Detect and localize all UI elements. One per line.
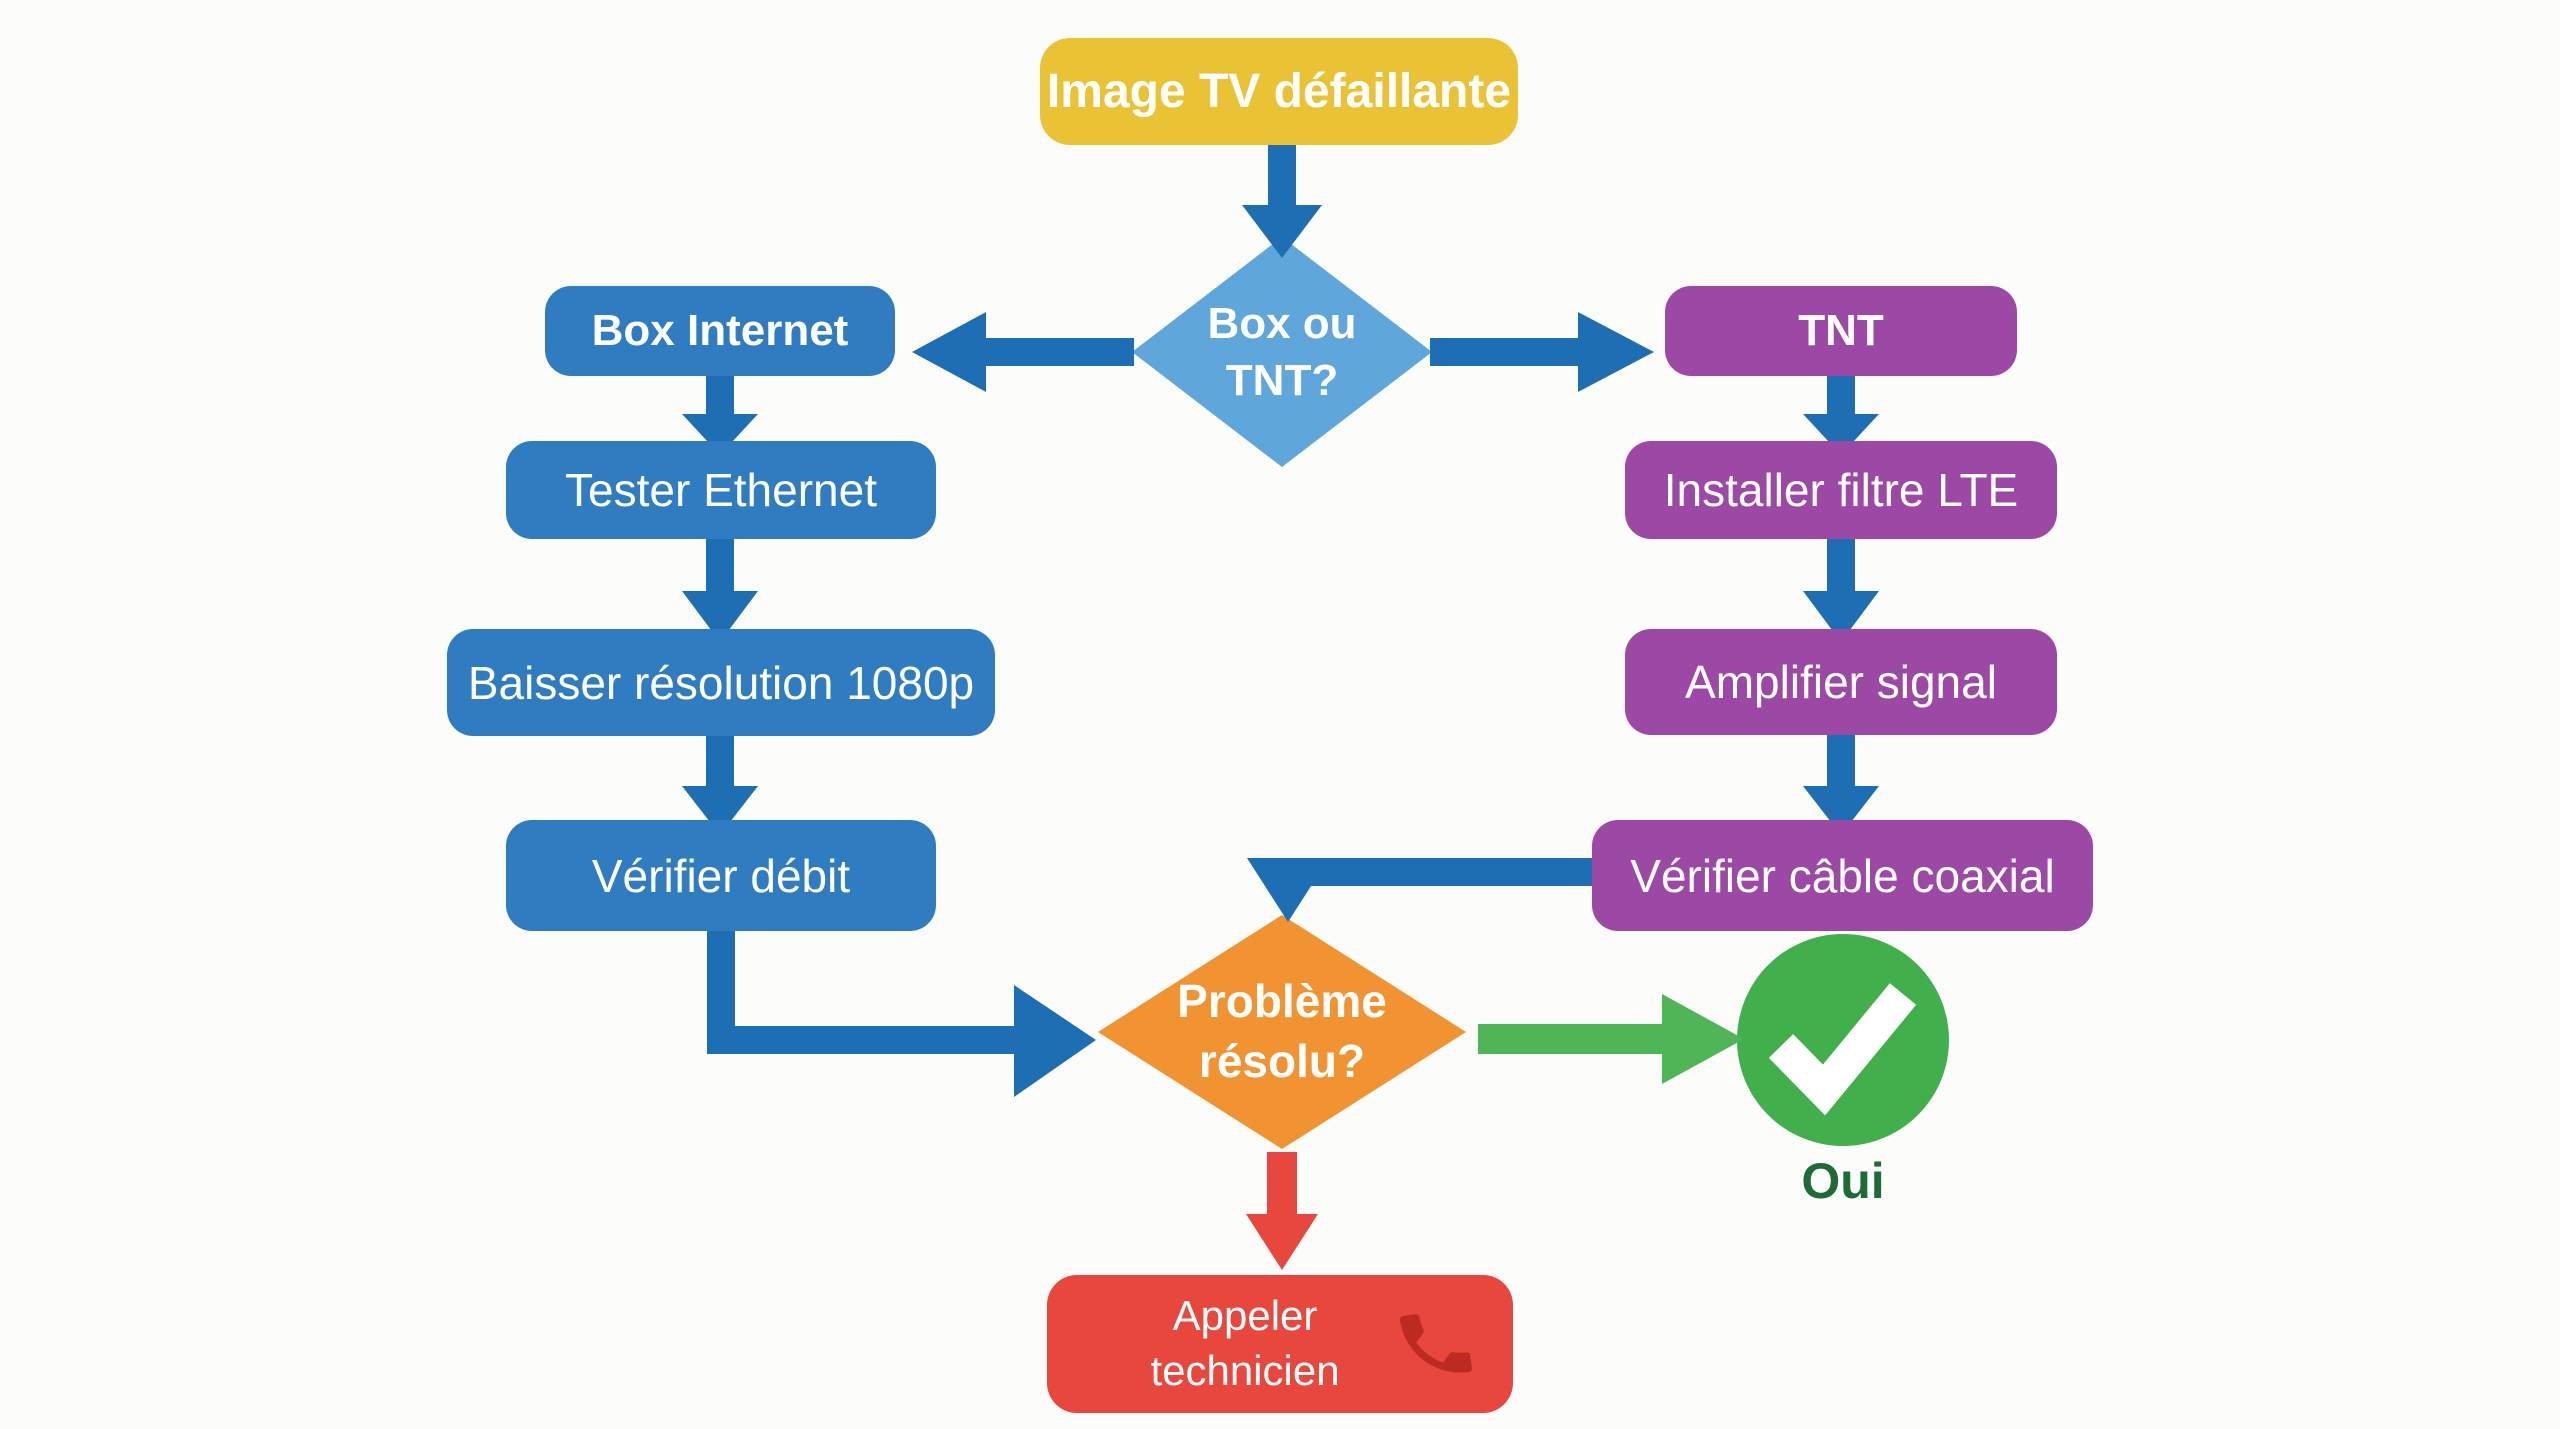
node-amplifier-signal-label: Amplifier signal: [1685, 656, 1997, 708]
arrow-decision-to-tnt: [1430, 312, 1654, 392]
arrow-start-to-decision: [1242, 144, 1322, 258]
node-baisser-resolution: Baisser résolution 1080p: [447, 629, 995, 736]
node-tester-ethernet-label: Tester Ethernet: [565, 464, 877, 516]
node-baisser-resolution-label: Baisser résolution 1080p: [467, 656, 975, 709]
node-verifier-debit: Vérifier débit: [506, 820, 936, 931]
decision-source-diamond: [1132, 237, 1432, 467]
arrow-tnt-to-installer: [1803, 376, 1879, 455]
node-start: Image TV défaillante: [1040, 38, 1518, 145]
decision-resolved-diamond: [1098, 915, 1466, 1149]
arrow-verifier-debit-to-resolved: [707, 931, 1096, 1097]
node-box-internet-label: Box Internet: [591, 306, 849, 355]
success-circle: [1737, 934, 1949, 1146]
phone-icon: [1400, 1314, 1472, 1373]
node-box-internet: Box Internet: [545, 286, 895, 376]
node-appeler-technicien-line1: Appeler: [1172, 1292, 1318, 1340]
arrow-baisser-to-verifier-debit: [682, 736, 758, 835]
decision-resolved-label: Problème résolu?: [1098, 915, 1466, 1149]
decision-resolved-line2: résolu?: [1198, 1035, 1366, 1087]
arrow-box-internet-to-tester: [682, 376, 758, 455]
node-appeler-technicien: Appeler technicien: [1047, 1275, 1513, 1413]
arrow-decision-to-box-internet: [912, 312, 1134, 392]
node-tnt-label: TNT: [1798, 306, 1884, 355]
node-appeler-technicien-line2: technicien: [1150, 1347, 1340, 1394]
decision-source-line2: TNT?: [1225, 356, 1339, 405]
node-verifier-cable-coaxial-label: Vérifier câble coaxial: [1630, 849, 2055, 902]
node-tnt: TNT: [1665, 286, 2017, 376]
node-verifier-debit-label: Vérifier débit: [591, 849, 851, 902]
arrow-installer-to-amplifier: [1803, 539, 1879, 642]
node-installer-filtre-lte: Installer filtre LTE: [1625, 441, 2057, 539]
arrow-resolved-yes: [1478, 994, 1744, 1084]
arrow-resolved-no: [1246, 1152, 1318, 1270]
arrow-verifier-cable-to-resolved: [1247, 858, 1592, 922]
decision-resolved-line1: Problème: [1177, 975, 1387, 1028]
node-installer-filtre-lte-label: Installer filtre LTE: [1663, 464, 2019, 516]
node-amplifier-signal: Amplifier signal: [1625, 629, 2057, 735]
decision-source-label: Box ou TNT?: [1132, 237, 1432, 467]
arrow-tester-to-baisser: [682, 539, 758, 642]
node-start-label: Image TV défaillante: [1046, 65, 1512, 118]
success-label: Oui: [1801, 1153, 1885, 1209]
arrow-amplifier-to-verifier-cable: [1803, 735, 1879, 835]
node-tester-ethernet: Tester Ethernet: [506, 441, 936, 539]
check-icon: [1768, 983, 1917, 1116]
decision-source-line1: Box ou: [1207, 298, 1357, 348]
node-verifier-cable-coaxial: Vérifier câble coaxial: [1592, 820, 2093, 931]
